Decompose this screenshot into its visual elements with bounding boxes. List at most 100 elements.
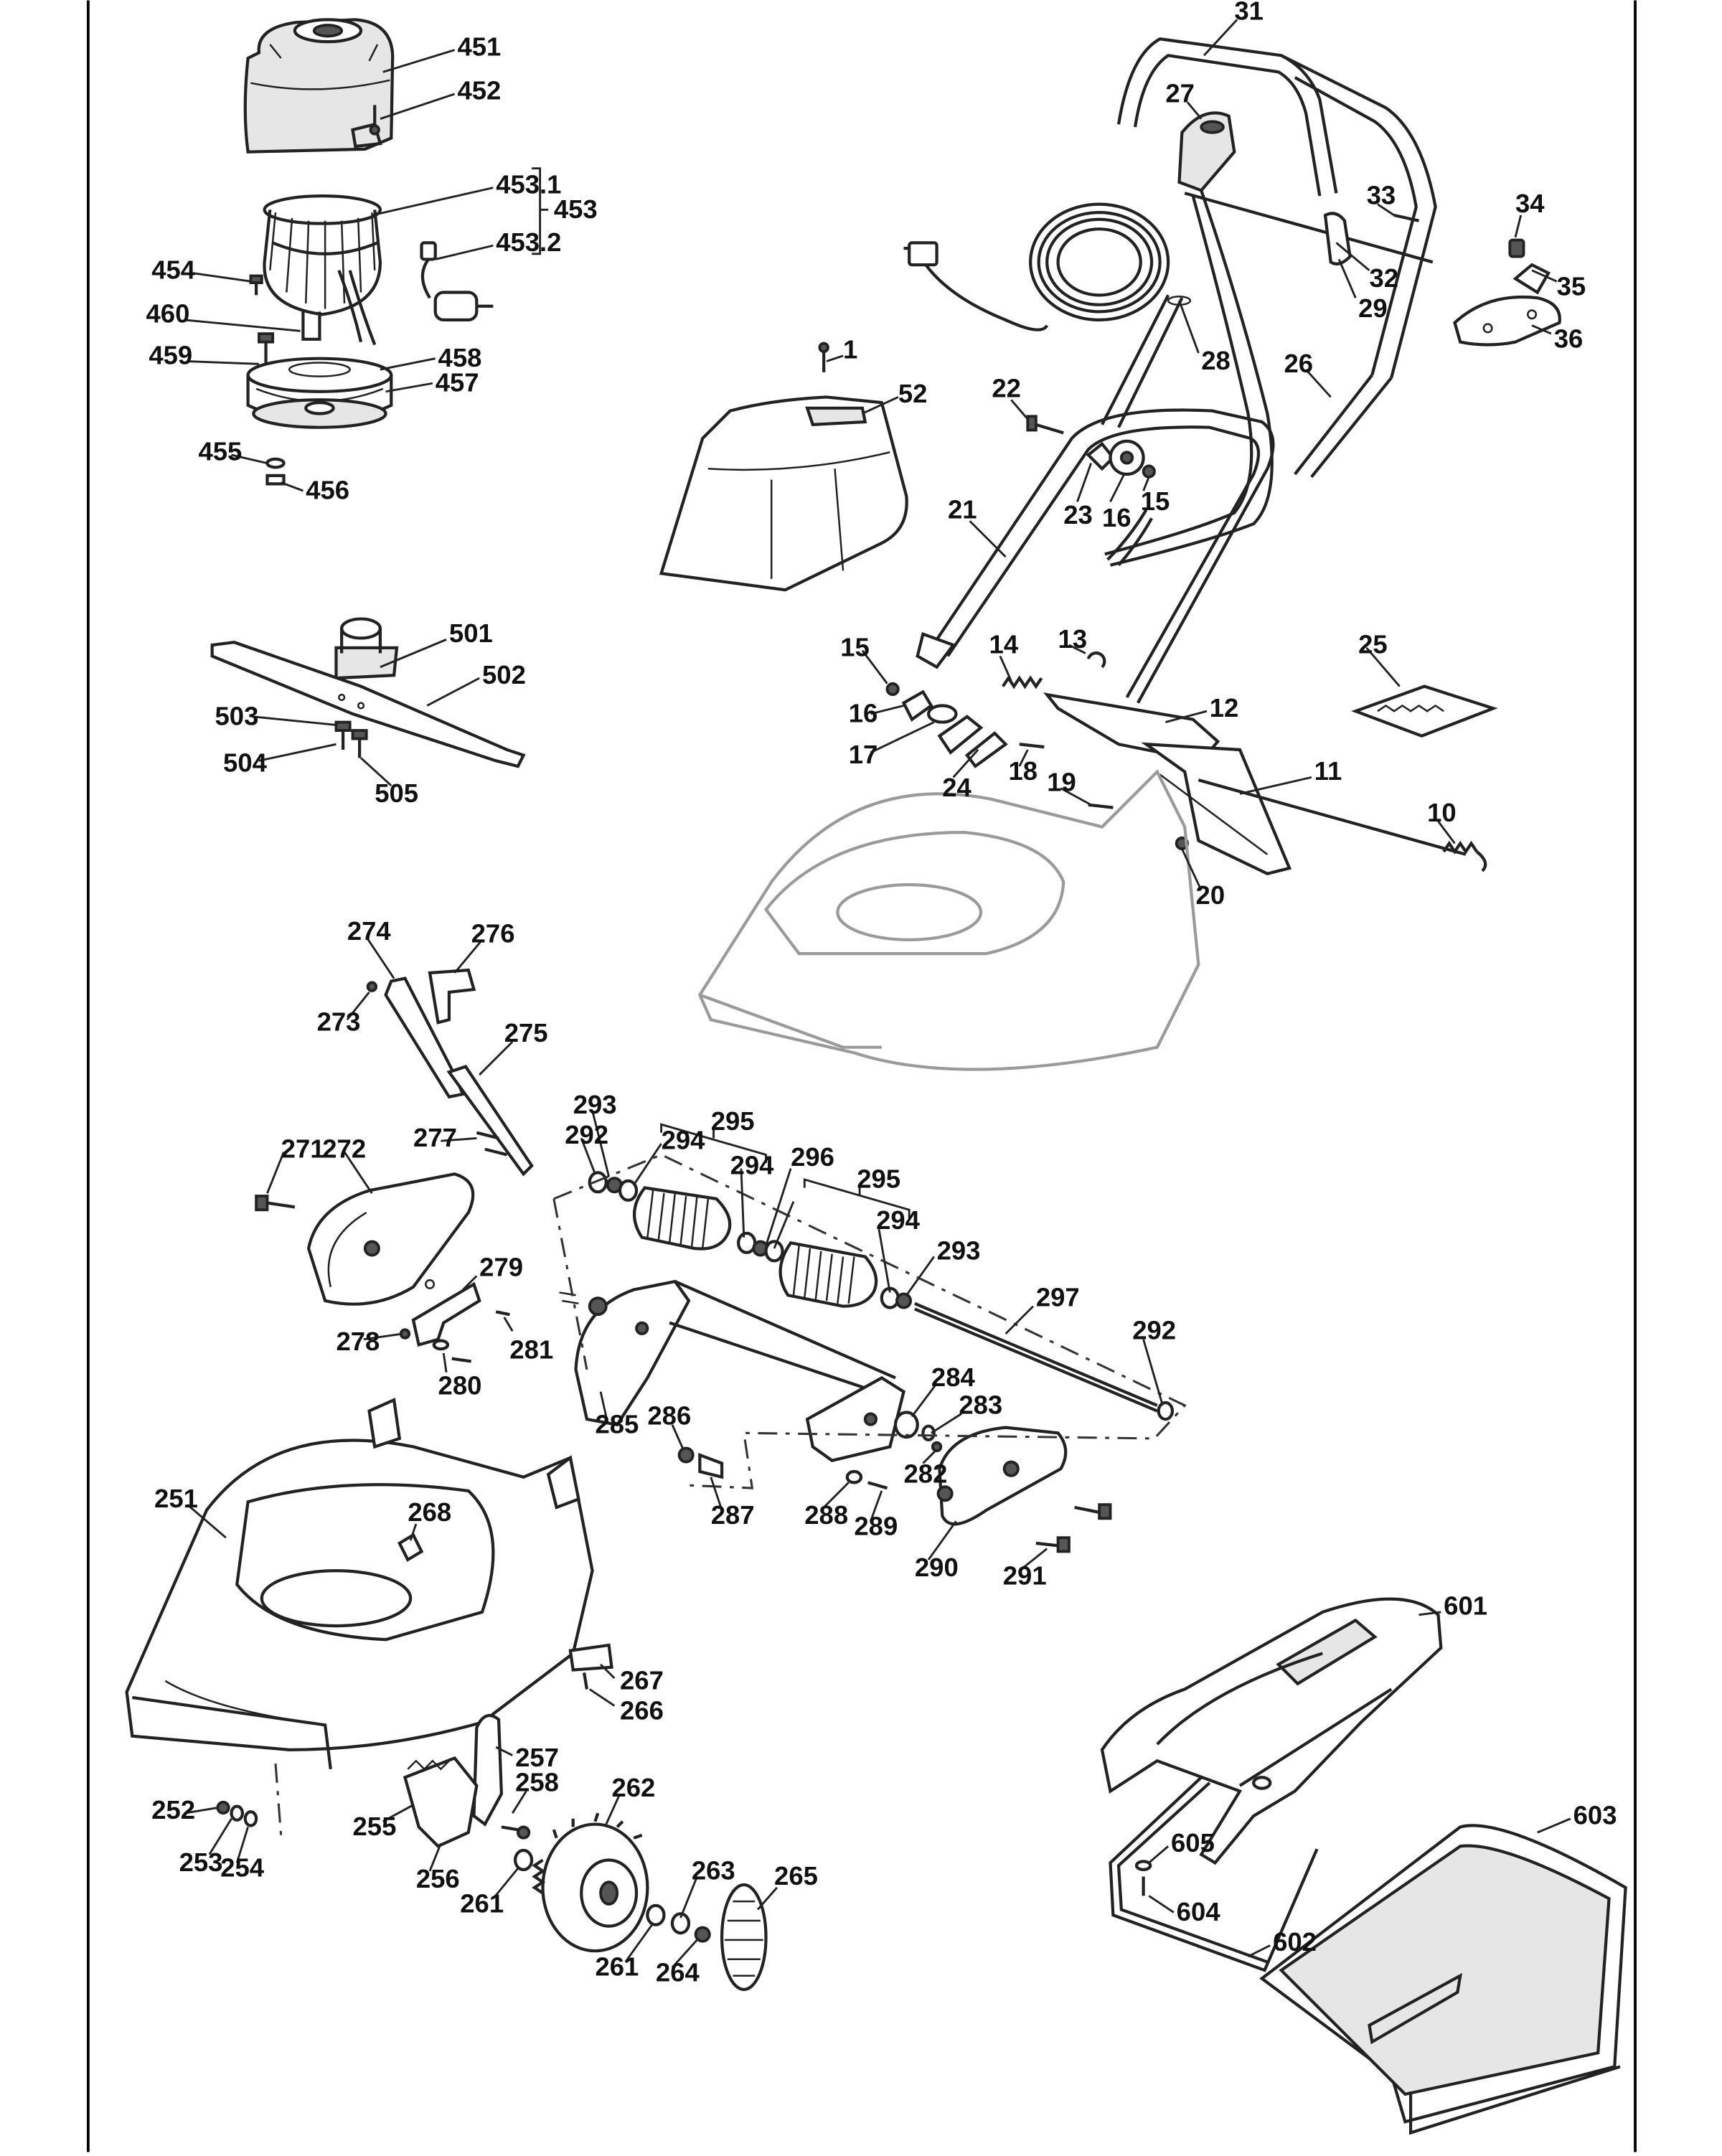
- callout-15: 15: [1141, 486, 1170, 516]
- callout-283: 283: [959, 1390, 1002, 1419]
- callout-1: 1: [843, 335, 857, 364]
- callout-273: 273: [317, 1007, 361, 1037]
- screw-273-277: [366, 981, 508, 1157]
- link-24: [937, 715, 1008, 768]
- callout-258: 258: [515, 1767, 559, 1797]
- callout-457: 457: [436, 368, 479, 397]
- rear-cover-272: [306, 1172, 475, 1306]
- cable-ends: [1106, 509, 1153, 567]
- callout-290: 290: [915, 1553, 959, 1582]
- upper-handle-31: [1116, 37, 1437, 379]
- screws-278-280-281: [399, 1310, 510, 1363]
- rod-33-32: [1323, 212, 1420, 265]
- callout-26: 26: [1284, 349, 1313, 378]
- callout-291: 291: [1003, 1560, 1047, 1590]
- callout-279: 279: [479, 1252, 523, 1281]
- callout-460: 460: [146, 299, 190, 329]
- callout-261: 261: [460, 1888, 504, 1918]
- callout-504: 504: [223, 748, 268, 778]
- callout-281: 281: [509, 1335, 553, 1365]
- bolt-22: [1026, 415, 1064, 435]
- deck-251: [125, 1398, 594, 1836]
- callout-256: 256: [416, 1864, 460, 1893]
- bolt-459-460: [258, 332, 275, 364]
- callout-18: 18: [1008, 756, 1038, 786]
- callout-267: 267: [620, 1665, 664, 1695]
- callout-603: 603: [1573, 1801, 1617, 1830]
- cable-to-handle: [1104, 189, 1274, 567]
- bolt-271: [255, 1195, 296, 1212]
- callout-262: 262: [611, 1773, 655, 1802]
- callout-284: 284: [931, 1362, 976, 1392]
- callout-294-b: 294: [730, 1150, 775, 1180]
- callout-263: 263: [692, 1855, 735, 1885]
- bracket-36: [1453, 295, 1561, 347]
- bearings-261-263-264: [513, 1848, 711, 1943]
- lower-handle-21: [916, 408, 1275, 704]
- callout-292-b: 292: [1132, 1316, 1176, 1345]
- bag-cover-601: [1100, 1597, 1443, 1865]
- callout-452: 452: [457, 76, 501, 105]
- callout-271: 271: [281, 1134, 325, 1163]
- switch-box-27: [1177, 111, 1236, 192]
- deflector-52: [659, 342, 908, 592]
- callout-459: 459: [149, 340, 192, 369]
- callout-15-lower: 15: [840, 632, 870, 662]
- callout-23: 23: [1063, 500, 1093, 529]
- blade-boss-501: [334, 617, 399, 680]
- callout-455: 455: [198, 437, 242, 466]
- bolts-291: [1035, 1503, 1112, 1553]
- ghost-deck: [697, 769, 1200, 1071]
- callout-254: 254: [220, 1853, 265, 1883]
- callout-36: 36: [1554, 324, 1584, 353]
- callout-453-1: 453.1: [496, 169, 561, 199]
- callout-27: 27: [1165, 79, 1195, 108]
- callout-12: 12: [1210, 693, 1239, 722]
- clip-267-266: [568, 1643, 613, 1690]
- spring-14: [1002, 675, 1043, 689]
- callout-277: 277: [413, 1123, 457, 1152]
- roller-assembly-outline: [552, 1153, 1187, 1489]
- lever-274: [384, 976, 466, 1099]
- callout-29: 29: [1358, 293, 1388, 323]
- callout-289: 289: [854, 1511, 898, 1540]
- callout-454: 454: [151, 255, 196, 284]
- washer-288-bolt-289: [845, 1469, 888, 1490]
- bolts-503-505: [334, 720, 368, 758]
- washer-455-nut-456: [265, 457, 286, 486]
- callout-251: 251: [154, 1484, 198, 1513]
- callout-264: 264: [656, 1957, 700, 1987]
- callout-35: 35: [1557, 271, 1586, 301]
- bolt-268: [397, 1533, 424, 1562]
- callout-605: 605: [1171, 1828, 1215, 1858]
- callout-16-lower: 16: [849, 699, 878, 728]
- bracket-255-256: [403, 1756, 479, 1848]
- callout-20: 20: [1196, 880, 1225, 910]
- callout-503: 503: [215, 701, 259, 730]
- callout-266: 266: [620, 1696, 664, 1726]
- nut-252-washers-253-254: [216, 1800, 258, 1827]
- callout-451: 451: [457, 32, 501, 61]
- height-lever-257-258: [472, 1713, 531, 1840]
- callout-14: 14: [989, 630, 1019, 659]
- circlip-13: [1086, 651, 1106, 669]
- callout-278: 278: [336, 1327, 380, 1356]
- callout-456: 456: [306, 476, 349, 505]
- callout-34: 34: [1515, 189, 1545, 218]
- callout-295: 295: [711, 1106, 755, 1136]
- washers-292-296: [588, 1171, 913, 1309]
- callout-25: 25: [1358, 630, 1388, 659]
- motor-flange-457-458: [246, 357, 393, 429]
- callout-275: 275: [504, 1018, 548, 1048]
- power-cable-coil: [903, 202, 1170, 331]
- callout-24: 24: [942, 773, 971, 802]
- callout-32: 32: [1369, 263, 1398, 293]
- rear-flap-12: [1043, 692, 1292, 875]
- screw-604-washer-605: [1134, 1860, 1152, 1896]
- callout-601: 601: [1444, 1591, 1487, 1621]
- callout-295-b: 295: [857, 1164, 900, 1194]
- clip-28: [1101, 294, 1192, 428]
- callout-255: 255: [353, 1812, 397, 1841]
- hubcap-265: [720, 1883, 768, 1992]
